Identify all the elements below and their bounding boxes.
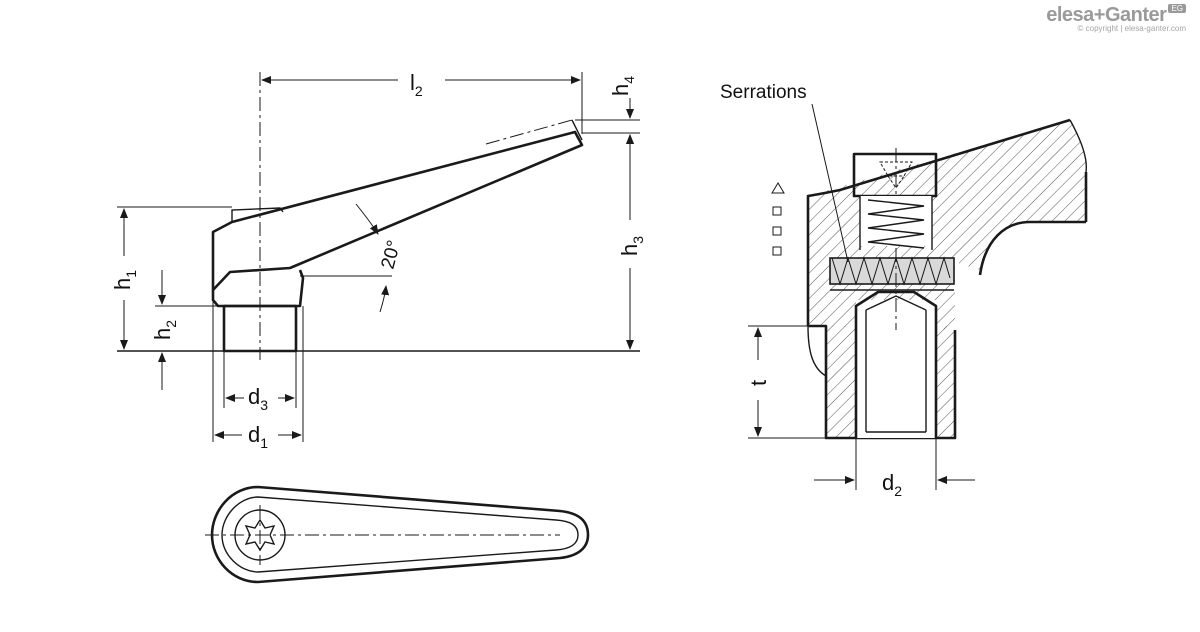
logo-brand-text: elesa+Ganter (1046, 4, 1167, 26)
dim-l2 (261, 72, 583, 134)
label-angle: 20° (378, 238, 406, 271)
top-view (205, 485, 590, 584)
dim-d1 (212, 300, 304, 442)
label-t: t (746, 380, 771, 386)
spring (867, 199, 925, 249)
label-l2: l2 (410, 70, 423, 99)
dim-d2 (814, 438, 975, 490)
serrations-leader (811, 103, 849, 263)
label-h4: h4 (608, 76, 637, 96)
label-d3: d3 (248, 384, 268, 413)
dim-h1 (117, 206, 232, 350)
hub-top-block (231, 207, 284, 222)
label-d1: d1 (248, 422, 268, 451)
dim-d3 (223, 351, 297, 408)
label-h2: h2 (150, 320, 179, 340)
dim-angle (300, 203, 392, 313)
lever-section-outline (806, 118, 1071, 326)
section-view (771, 118, 1088, 440)
top-outline (210, 485, 590, 584)
lever-body (211, 130, 584, 292)
dim-t (748, 325, 826, 439)
label-h3: h3 (617, 236, 646, 256)
label-serrations: Serrations (720, 82, 807, 103)
logo-badge: EG (1168, 4, 1186, 13)
label-d2: d2 (882, 470, 902, 499)
label-h1: h1 (110, 270, 139, 290)
logo-copyright: © copyright | elesa-ganter.com (1077, 24, 1186, 33)
side-view (117, 72, 640, 360)
